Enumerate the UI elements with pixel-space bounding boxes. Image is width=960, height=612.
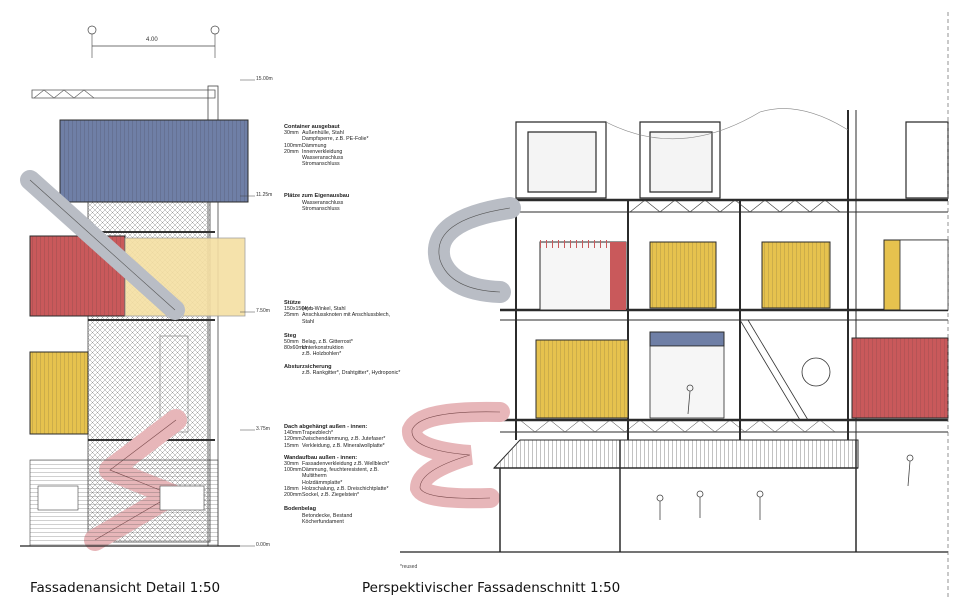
note-description: Trapezblech* xyxy=(302,430,334,437)
note-heading: Absturzsicherung xyxy=(284,363,332,370)
note-description: Dämmung xyxy=(302,142,327,149)
note-thickness: 200mm xyxy=(284,492,302,499)
note-heading: Container ausgebaut xyxy=(284,124,340,130)
note-heading: Stütze xyxy=(284,300,301,307)
note-description: Anschlussknoten mit Anschlussblech, Stah… xyxy=(302,312,391,325)
note-row: Betondecke, Bestand xyxy=(284,513,402,519)
note-description: Stromanschluss xyxy=(302,161,340,168)
note-thickness: 140mm xyxy=(284,430,302,437)
note-heading: Bodenbelag xyxy=(284,506,317,513)
note-description: Innenverkleidung xyxy=(302,148,343,155)
note-description: Köcherfundament xyxy=(302,518,344,525)
note-thickness: 20mm xyxy=(284,148,299,155)
note-row: Holzdämmplatte* xyxy=(284,480,402,486)
note-thickness: 100mm xyxy=(284,467,302,474)
note-row: z.B. Rankgitter*, Drahtgitter*, Hydropon… xyxy=(284,370,402,376)
caption-facade-elevation: Fassadenansicht Detail 1:50 xyxy=(30,580,221,596)
note-thickness xyxy=(284,161,302,167)
note-thickness xyxy=(284,206,302,212)
caption-perspective-section: Perspektivischer Fassadenschnitt 1:50 xyxy=(362,580,621,596)
footnote: *reused xyxy=(400,564,418,570)
note-description: Betondecke, Bestand xyxy=(302,512,353,519)
note-thickness xyxy=(284,370,302,376)
note-description: Sockel, z.B. Ziegelstein* xyxy=(302,492,360,499)
note-heading: Wandaufbau außen - innen: xyxy=(284,454,358,461)
note-row: 150x150mm(4) L-Winkel, Stahl xyxy=(284,306,402,312)
note-description: Fassadenverkleidung z.B. Wellblech* xyxy=(302,461,390,468)
note-description: Dampfsperre, z.B. PE-Folie* xyxy=(302,136,369,143)
note-thickness: 18mm xyxy=(284,485,299,492)
level-label: 3.75m xyxy=(256,426,270,432)
level-label: 7.50m xyxy=(256,308,270,314)
note-row: Wasseranschluss xyxy=(284,155,402,161)
note-row: z.B. Holzbohlen* xyxy=(284,351,402,357)
note-description: Zwischendämmung, z.B. Jutefaser* xyxy=(302,436,386,443)
note-description: Außenhülle, Stahl xyxy=(302,130,344,137)
note-description: Belag, z.B. Gitterrost* xyxy=(302,339,353,346)
note-thickness: 30mm xyxy=(284,130,299,137)
note-row: Stromanschluss xyxy=(284,206,402,212)
perspective-section xyxy=(400,12,949,600)
note-description: Holzdämmplatte* xyxy=(302,479,343,486)
note-row: Dampfsperre, z.B. PE-Folie* xyxy=(284,136,402,142)
level-label: 11.25m xyxy=(256,192,273,198)
note-thickness: 120mm xyxy=(284,436,302,443)
note-heading: Plätze zum Eigenausbau xyxy=(284,193,350,200)
note-description: Holzschalung, z.B. Dreischichtplatte* xyxy=(302,485,389,492)
note-description: z.B. Rankgitter*, Drahtgitter*, Hydropon… xyxy=(302,369,401,376)
note-row: Wasseranschluss xyxy=(284,200,402,206)
note-description: (4) L-Winkel, Stahl xyxy=(302,306,346,313)
facade-elevation xyxy=(20,25,255,551)
note-description: Stromanschluss xyxy=(302,205,340,212)
note-thickness: 80x60mm xyxy=(284,345,308,352)
note-thickness xyxy=(284,519,302,525)
note-description: z.B. Holzbohlen* xyxy=(302,351,342,358)
note-row: Köcherfundament xyxy=(284,519,402,525)
note-description: Unterkonstruktion xyxy=(302,345,344,352)
note-thickness: 30mm xyxy=(284,461,299,468)
note-thickness: 150x150mm xyxy=(284,306,314,313)
level-label: 0.00m xyxy=(256,542,270,548)
note-thickness: 15mm xyxy=(284,442,299,449)
note-description: Dämmung, feuchteresistent, z.B. Multithe… xyxy=(302,467,379,480)
note-thickness: 100mm xyxy=(284,142,302,149)
note-heading: Steg xyxy=(284,332,297,339)
note-description: Wasseranschluss xyxy=(302,199,344,206)
note-thickness xyxy=(284,351,302,357)
level-label: 15.00m xyxy=(256,76,273,82)
note-thickness: 25mm xyxy=(284,312,299,319)
note-description: Wasseranschluss xyxy=(302,155,344,162)
note-thickness: 50mm xyxy=(284,339,299,346)
note-heading: Dach abgehängt außen - innen: xyxy=(284,424,368,431)
note-description: Verkleidung, z.B. Mineralwollplatte* xyxy=(302,442,385,449)
note-row: Stromanschluss xyxy=(284,161,402,167)
dimension-label: 4.00 xyxy=(146,37,158,43)
